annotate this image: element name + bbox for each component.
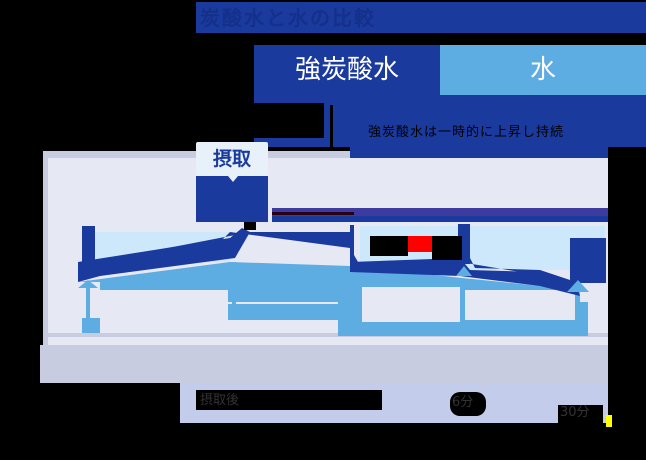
purple-band [272, 208, 608, 216]
note-text: 強炭酸水は一時的に上昇し持続 [368, 125, 565, 140]
title-bar [196, 2, 646, 33]
marker-yellow [606, 415, 612, 427]
top-band [350, 145, 608, 158]
x-label-redaction [196, 390, 382, 410]
intake-arrow-icon [228, 176, 238, 182]
legend-strong-carbonated: 強炭酸水 [254, 45, 440, 95]
x-label-1: 6分 [452, 395, 474, 410]
blue-band [272, 216, 608, 222]
note-leader-line [330, 105, 333, 160]
base-plate [40, 345, 608, 383]
legend-water: 水 [440, 45, 646, 95]
page-title: 炭酸水と水の比較 [200, 6, 376, 30]
intake-callout: 摂取 [196, 142, 268, 176]
intake-callout-stem [196, 176, 268, 222]
note-redaction [254, 103, 324, 138]
base-top [48, 337, 608, 347]
x-label-redaction-2 [558, 405, 603, 423]
x-label-2: 30分 [560, 405, 590, 420]
x-label-0: 摂取後 [200, 393, 240, 408]
x-label-redaction-1 [450, 392, 486, 416]
